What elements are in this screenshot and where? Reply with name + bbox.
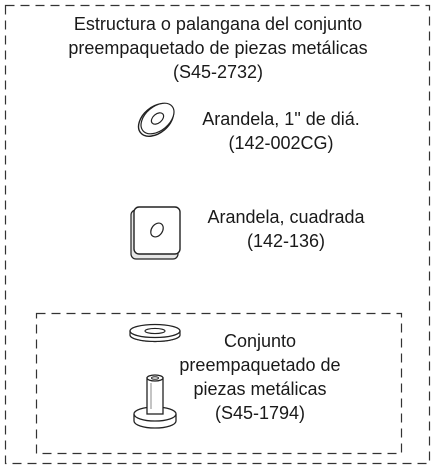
round-washer-name: Arandela, 1" de diá. (202, 109, 360, 129)
kit-title-line: preempaquetado de piezas metálicas (68, 38, 368, 58)
inner-kit-label-line: piezas metálicas (193, 379, 327, 399)
square-washer-illustration (130, 206, 181, 260)
bolt-illustration (133, 374, 177, 429)
round-washer-label: Arandela, 1" de diá. (142-002CG) (186, 107, 376, 155)
round-washer-illustration (137, 102, 175, 137)
inner-kit-frame (35, 312, 403, 455)
square-washer-label: Arandela, cuadrada (142-136) (196, 205, 376, 253)
outer-kit-frame (4, 4, 431, 465)
inner-kit-part-number: (S45-1794) (214, 403, 306, 423)
round-washer-part-number: (142-002CG) (228, 133, 334, 153)
inner-kit-label-line: Conjunto (223, 331, 297, 351)
kit-title: Estructura o palangana del conjunto pree… (0, 12, 436, 84)
kit-title-part-number: (S45-2732) (172, 62, 264, 82)
inner-kit-label: Conjunto preempaquetado de piezas metáli… (155, 329, 365, 425)
square-washer-part-number: (142-136) (246, 231, 326, 251)
square-washer-name: Arandela, cuadrada (207, 207, 365, 227)
kit-title-line: Estructura o palangana del conjunto (73, 14, 363, 34)
flat-washer-illustration (129, 323, 181, 343)
inner-kit-label-line: preempaquetado de (179, 355, 341, 375)
